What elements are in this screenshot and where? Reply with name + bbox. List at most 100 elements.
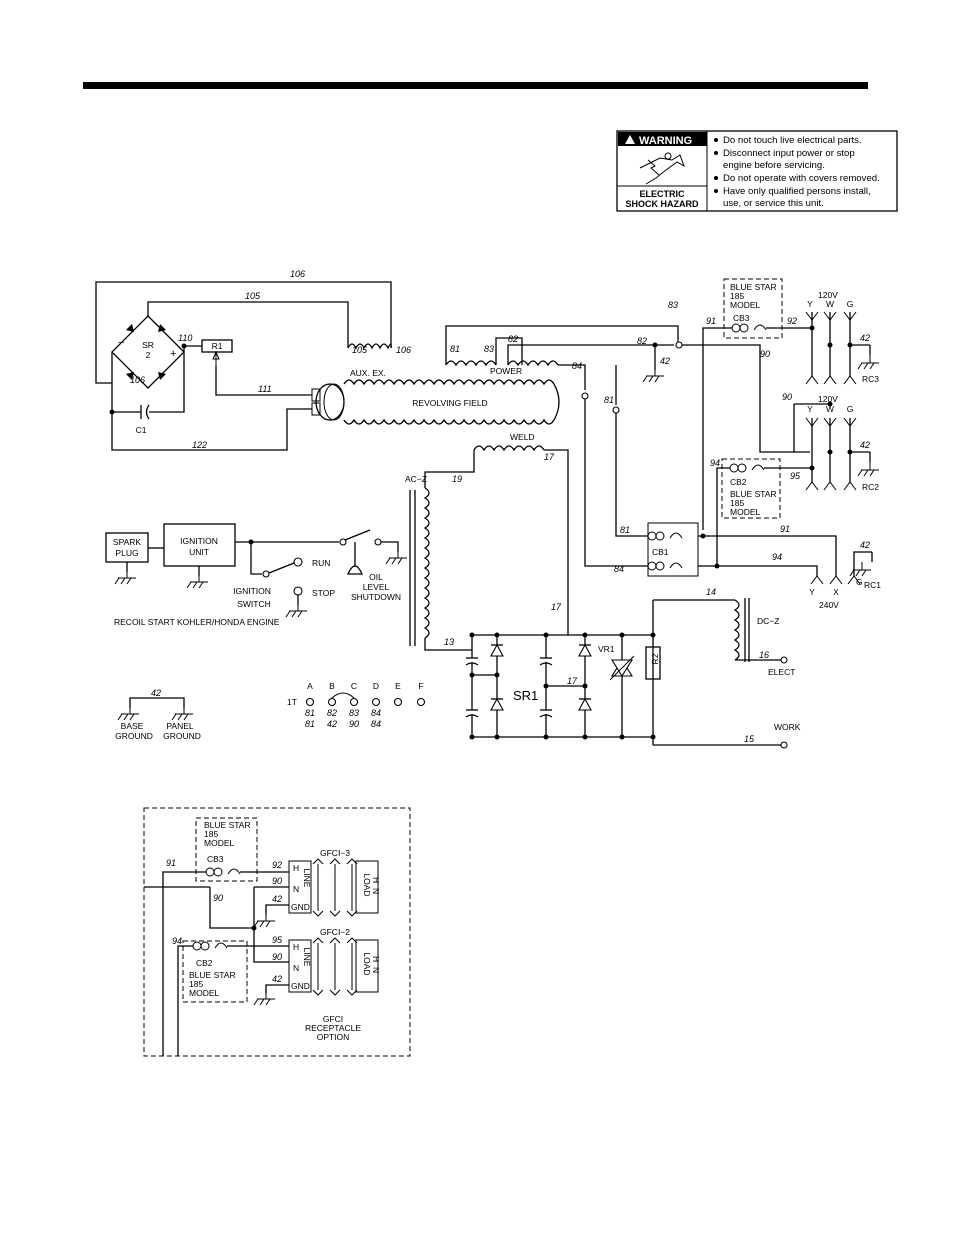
vr1-label: VR1 bbox=[598, 644, 615, 654]
receptacle-rc2: 42 RC2 bbox=[805, 417, 880, 492]
gfci-3-load-block bbox=[355, 860, 379, 914]
breaker-cb3-icon bbox=[731, 323, 767, 333]
wire-label-42-power: 42 bbox=[660, 356, 670, 366]
svg-text:OIL: OIL bbox=[369, 572, 383, 582]
svg-text:95: 95 bbox=[272, 935, 283, 945]
revolving-field-label: REVOLVING FIELD bbox=[412, 398, 487, 408]
ac-z-label: AC−Z bbox=[405, 474, 427, 484]
svg-text:H: H bbox=[293, 942, 299, 952]
svg-text:90: 90 bbox=[272, 952, 282, 962]
svg-text:R1: R1 bbox=[212, 341, 223, 351]
tap-terminal-e bbox=[393, 697, 403, 707]
wire-label-92-cb3: 92 bbox=[787, 316, 797, 326]
svg-text:+: + bbox=[170, 348, 176, 360]
engine-label: RECOIL START KOHLER/HONDA ENGINE bbox=[114, 617, 280, 627]
wire-label-84-top: 84 bbox=[572, 361, 582, 371]
warning-bullet-3: Do not operate with covers removed. bbox=[723, 173, 880, 184]
tap-row2-1: 42 bbox=[327, 719, 337, 729]
warning-bullet-4: Have only qualified persons install, bbox=[723, 186, 871, 197]
svg-text:UNIT: UNIT bbox=[189, 547, 209, 557]
dc-z-label: DC−Z bbox=[757, 616, 779, 626]
run-label: RUN bbox=[312, 558, 330, 568]
ground-straps: 42 BASE GROUND PANEL GROUND bbox=[115, 688, 201, 741]
svg-text:SWITCH: SWITCH bbox=[237, 599, 271, 609]
tap-row2-3: 84 bbox=[371, 719, 381, 729]
wire-label-19: 19 bbox=[452, 474, 462, 484]
gfci-3-line-block bbox=[288, 860, 312, 914]
slip-rings bbox=[311, 383, 345, 421]
weld-section: WELD 19 17 AC−Z 13 bbox=[405, 432, 569, 651]
ignition-switch-blade bbox=[268, 562, 295, 574]
svg-text:BLUE STAR: BLUE STAR bbox=[189, 970, 236, 980]
wire-label-15: 15 bbox=[744, 734, 755, 744]
oil-level-sensor-icon bbox=[347, 565, 363, 575]
wire-label-105-coil: 105 bbox=[352, 345, 368, 355]
aux-exciter-coil bbox=[347, 343, 392, 350]
tap-letter-c: C bbox=[351, 681, 357, 691]
svg-text:185: 185 bbox=[730, 291, 744, 301]
svg-text:91: 91 bbox=[166, 858, 176, 868]
svg-text:42: 42 bbox=[151, 688, 161, 698]
warning-triangle-icon bbox=[625, 135, 635, 144]
elect-terminal bbox=[780, 656, 788, 664]
svg-text:G: G bbox=[847, 299, 854, 309]
rc3-label: RC3 bbox=[862, 374, 879, 384]
wire-label-82-right: 82 bbox=[637, 336, 647, 346]
svg-text:CB3: CB3 bbox=[207, 854, 224, 864]
svg-text:Y: Y bbox=[807, 299, 813, 309]
svg-text:N: N bbox=[371, 888, 381, 894]
svg-text:Y: Y bbox=[809, 587, 815, 597]
stop-contact bbox=[293, 586, 303, 596]
wire-label-83-right: 83 bbox=[668, 300, 678, 310]
svg-text:BASE: BASE bbox=[121, 721, 144, 731]
wire-label-17-weld: 17 bbox=[544, 452, 555, 462]
svg-text:RECEPTACLE: RECEPTACLE bbox=[305, 1023, 361, 1033]
wire-label-90-b: 90 bbox=[782, 392, 792, 402]
wire-label-105-top: 105 bbox=[245, 291, 261, 301]
svg-text:G: G bbox=[856, 577, 863, 587]
exciter-section: 106 105 SR 2 − + 106 110 R1 111 bbox=[95, 269, 560, 451]
svg-text:H: H bbox=[293, 863, 299, 873]
cb2-label: CB2 bbox=[730, 477, 747, 487]
svg-text:N: N bbox=[293, 884, 299, 894]
wire-label-111: 111 bbox=[258, 384, 272, 394]
wire-label-106-top: 106 bbox=[290, 269, 305, 279]
svg-text:LINE: LINE bbox=[302, 948, 312, 967]
weld-winding-coil bbox=[473, 445, 545, 452]
svg-text:BLUE STAR: BLUE STAR bbox=[204, 820, 251, 830]
wire-label-81-cb1: 81 bbox=[620, 525, 630, 535]
svg-text:2: 2 bbox=[146, 350, 151, 360]
voltage-label-rc1: 240V bbox=[819, 600, 839, 610]
power-stator-section: 81 83 83 82 POWER 84 81 82 42 90 bbox=[445, 300, 810, 567]
svg-text:LEVEL: LEVEL bbox=[363, 582, 390, 592]
capacitor-c1-label: C1 bbox=[136, 425, 147, 435]
svg-text:IGNITION: IGNITION bbox=[180, 536, 218, 546]
svg-text:PANEL: PANEL bbox=[166, 721, 194, 731]
main-rectifier-sr1: SR1 17 17 VR1 R2 bbox=[465, 600, 661, 745]
breaker-gfci-cb3-icon bbox=[205, 867, 241, 877]
ac-z-reactor-coil bbox=[423, 487, 430, 639]
wire-label-17-sr1: 17 bbox=[567, 676, 578, 686]
voltage-label-rc3: 120V bbox=[818, 290, 838, 300]
svg-text:N: N bbox=[293, 963, 299, 973]
wire-label-106-coil: 106 bbox=[396, 345, 411, 355]
svg-text:90: 90 bbox=[213, 893, 223, 903]
wire-label-81-mid: 81 bbox=[604, 395, 614, 405]
breaker-gfci-cb2-icon bbox=[192, 941, 228, 951]
cb1-rc1-section: CB1 81 84 91 94 42 Y X G RC1 240V bbox=[614, 522, 881, 610]
work-terminal bbox=[780, 741, 788, 749]
tap-letter-d: D bbox=[373, 681, 379, 691]
receptacle-rc1: 42 Y X G RC1 240V bbox=[809, 540, 881, 610]
tap-terminal-f bbox=[416, 697, 426, 707]
blue-star-box-gfci-cb2 bbox=[182, 940, 248, 1003]
tap-row1-0: 81 bbox=[305, 708, 315, 718]
svg-text:R2: R2 bbox=[650, 653, 660, 664]
tap-jumper-b-c bbox=[331, 692, 355, 699]
svg-text:W: W bbox=[826, 299, 834, 309]
tap-block-label: 1T bbox=[287, 697, 297, 707]
svg-text:185: 185 bbox=[730, 498, 744, 508]
ignition-switch-pivot bbox=[262, 570, 270, 578]
svg-text:GND: GND bbox=[291, 981, 310, 991]
svg-text:Y: Y bbox=[807, 404, 813, 414]
shock-hazard-icon bbox=[639, 152, 685, 185]
